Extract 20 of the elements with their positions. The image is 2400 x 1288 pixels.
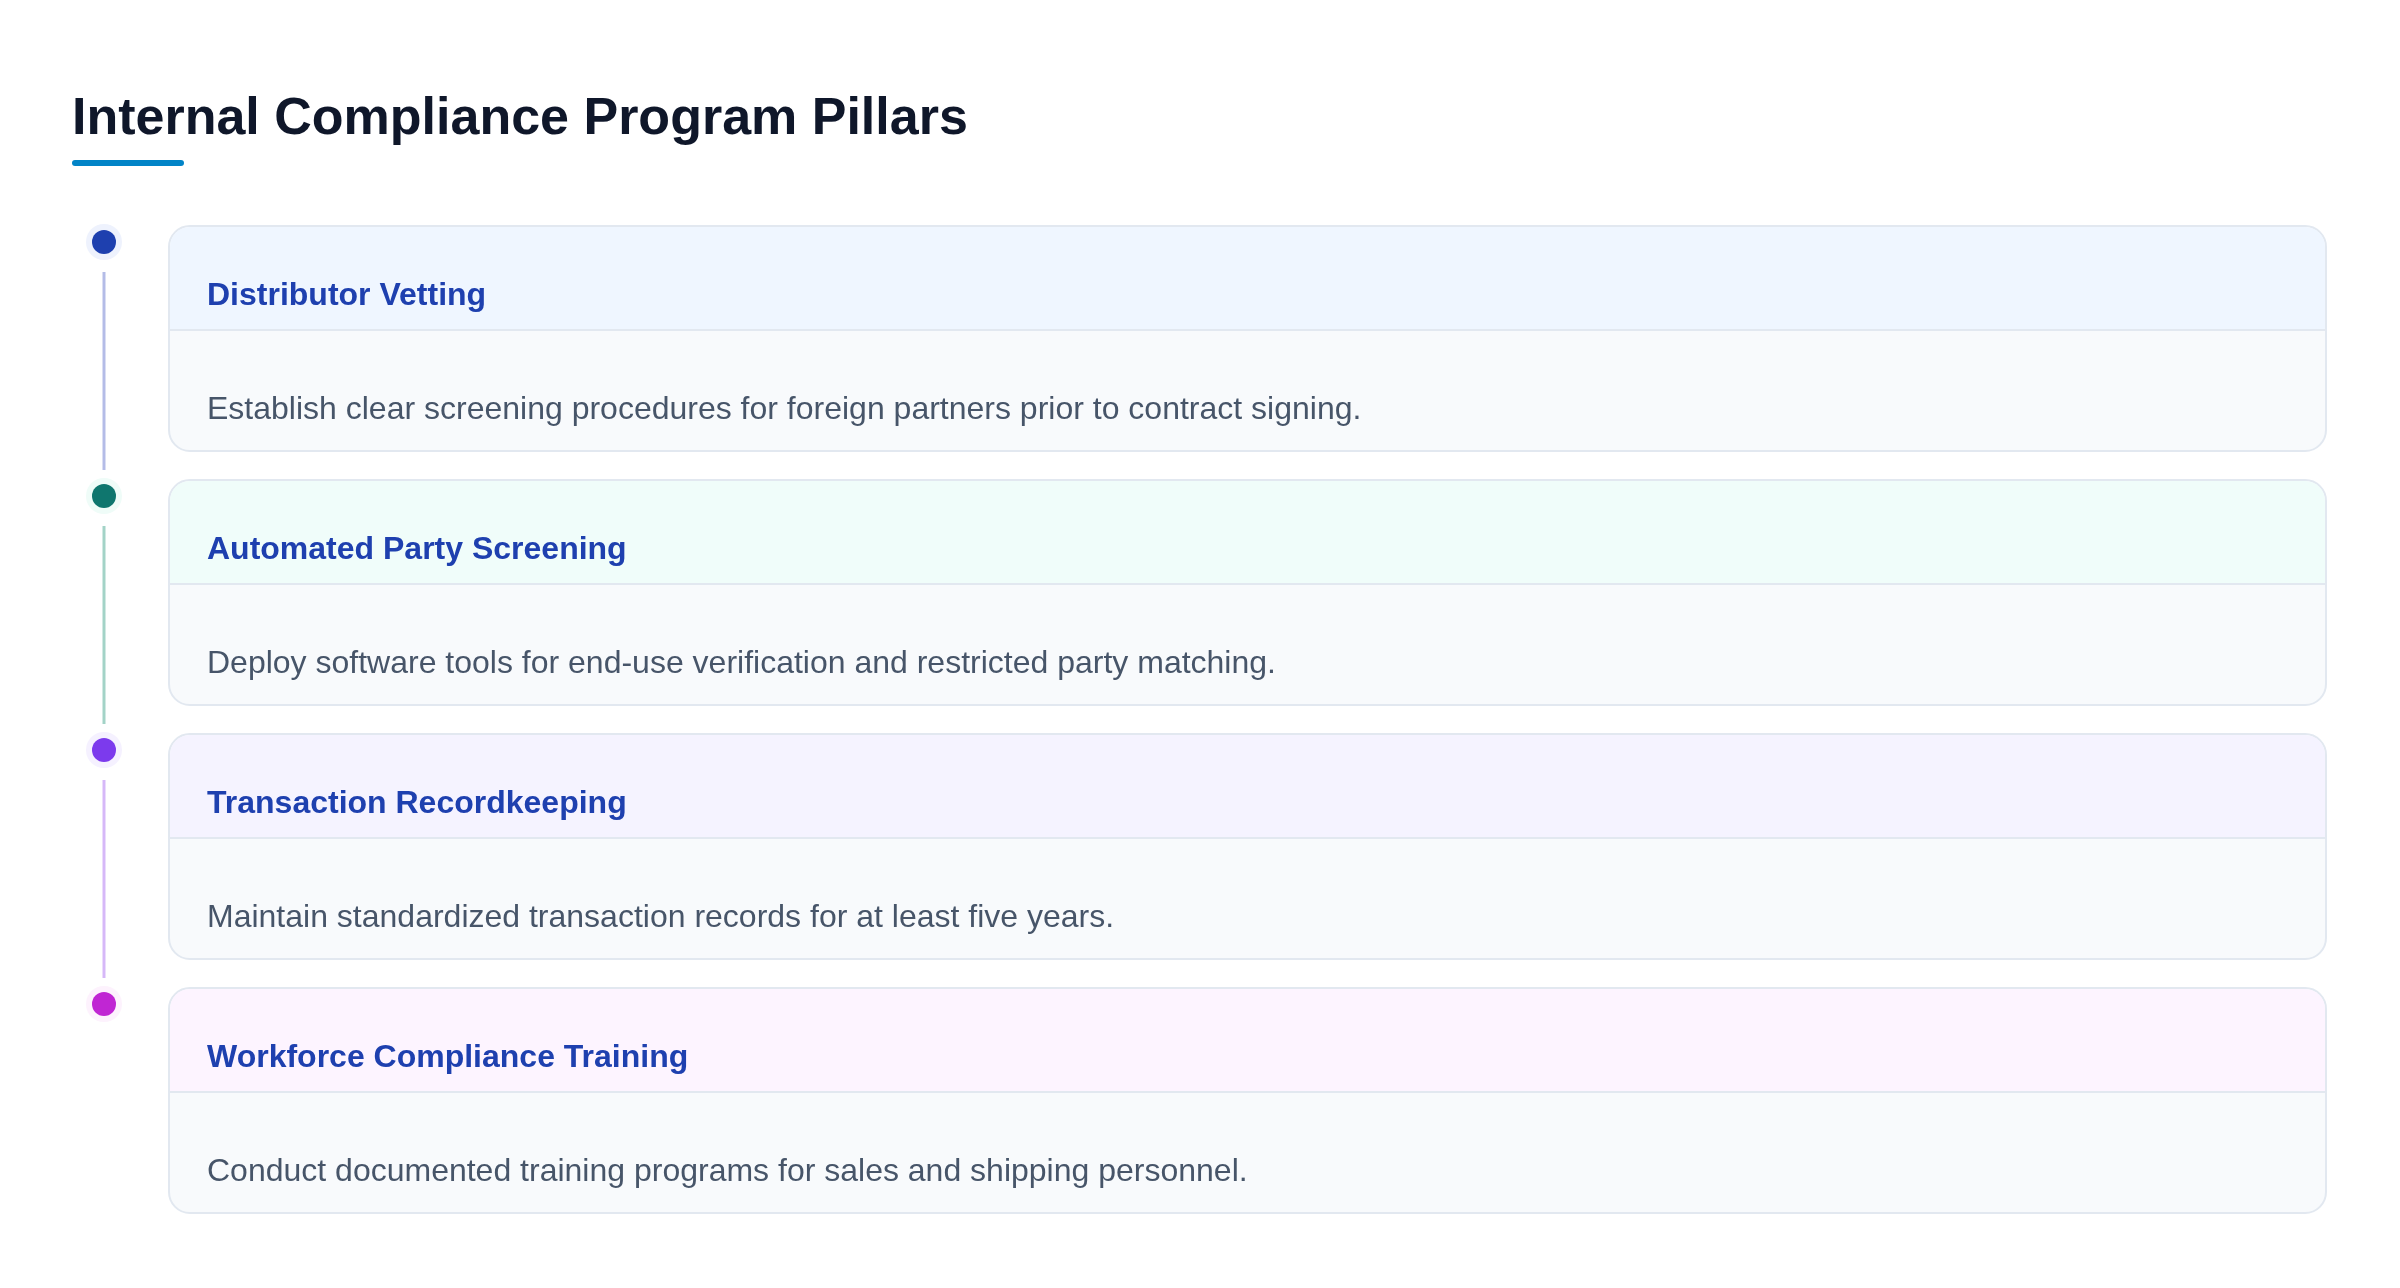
pillar-card (168, 225, 2327, 452)
timeline-connector (102, 272, 106, 470)
card-heading: Distributor Vetting (207, 275, 487, 314)
card-description: Conduct documented training programs for sales and shipping personnel. (207, 1151, 1248, 1190)
card-heading: Transaction Recordkeeping (207, 783, 627, 822)
timeline-dot (86, 732, 122, 768)
card-heading: Automated Party Screening (207, 529, 627, 568)
card-description: Establish clear screening procedures for foreign partners prior to contract signing. (207, 389, 1362, 428)
pillar-card (168, 479, 2327, 706)
page-title: Internal Compliance Program Pillars (72, 86, 968, 147)
card-heading: Workforce Compliance Training (207, 1037, 689, 1076)
pillar-card (168, 733, 2327, 960)
timeline-connector (102, 526, 106, 724)
timeline-dot (86, 224, 122, 260)
timeline-dot (86, 478, 122, 514)
card-description: Maintain standardized transaction records for at least five years. (207, 897, 1115, 936)
card-description: Deploy software tools for end-use verification and restricted party matching. (207, 643, 1276, 682)
timeline-dot (86, 986, 122, 1022)
pillar-card (168, 987, 2327, 1214)
timeline-connector (102, 780, 106, 978)
